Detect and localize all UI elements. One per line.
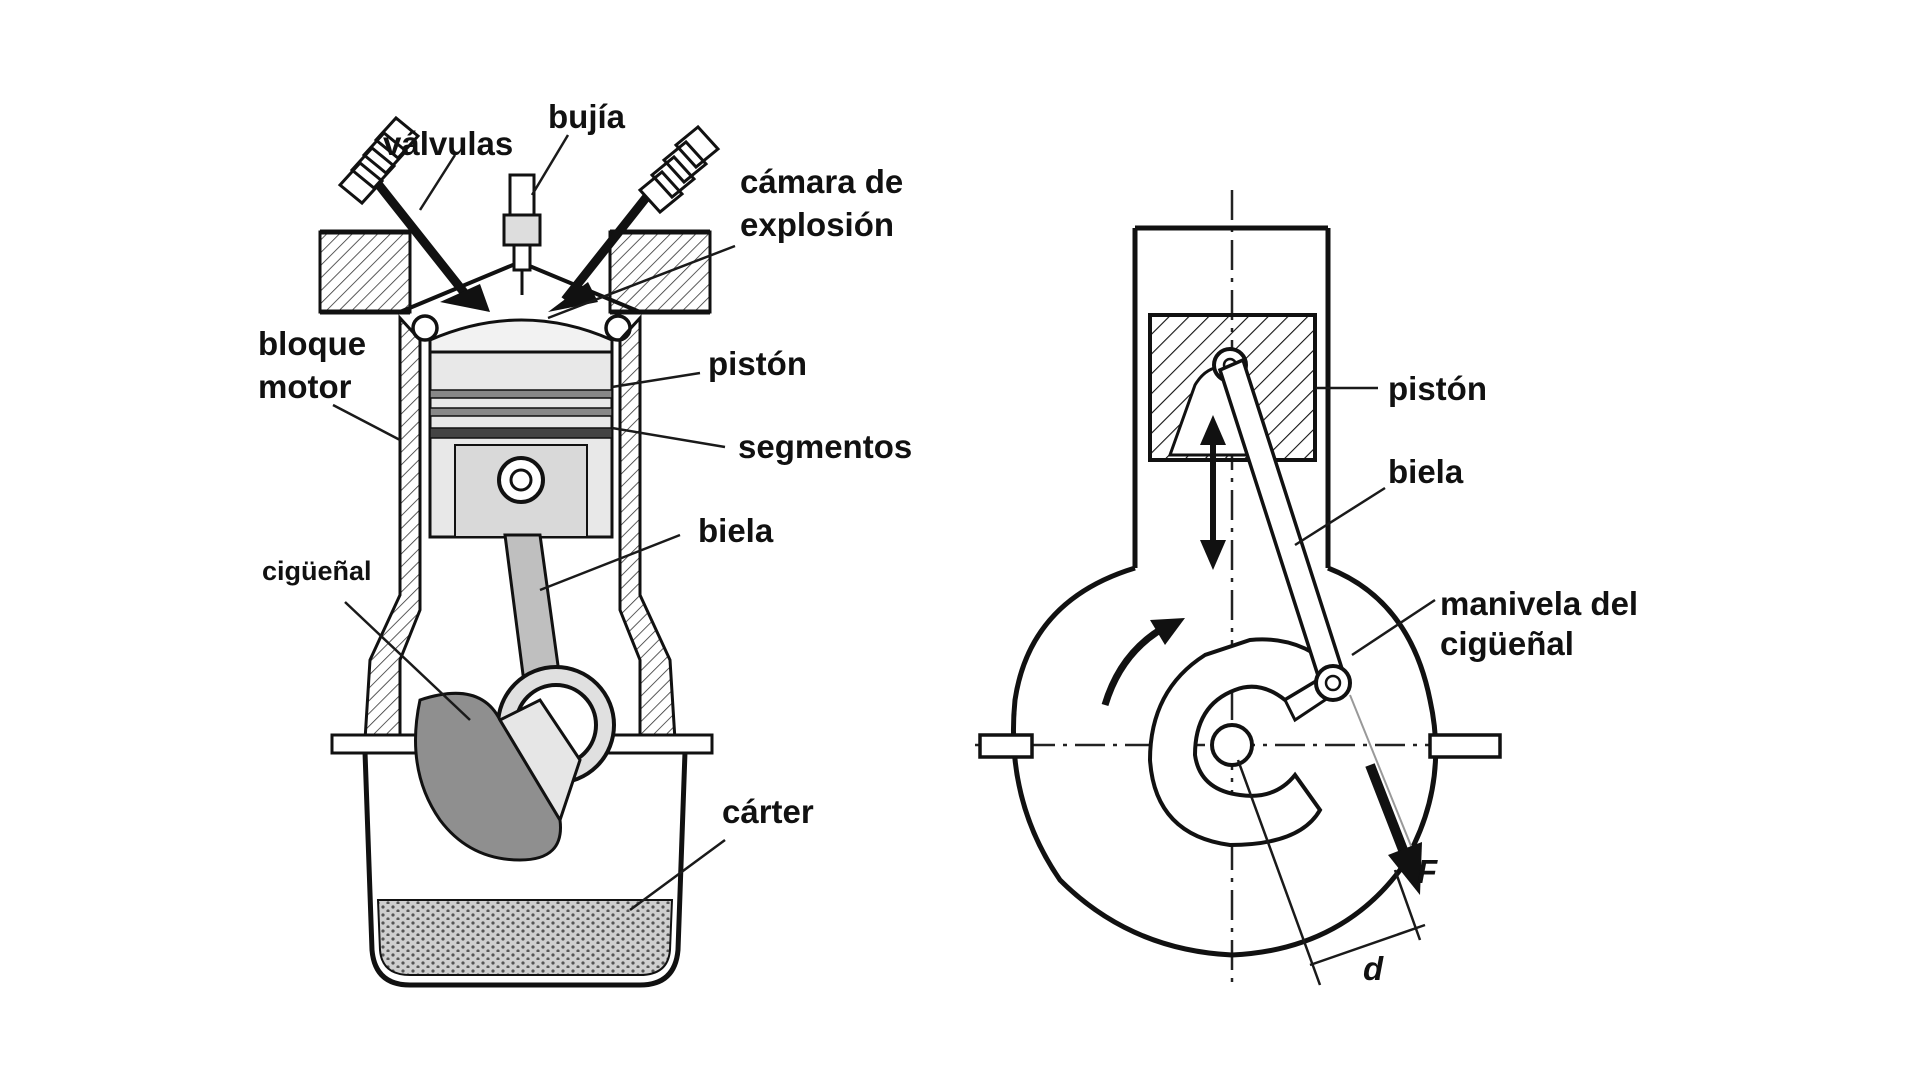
label-ciguenal-engine: cigüeñal — [262, 556, 372, 586]
label-piston-mechanism: pistón — [1388, 370, 1487, 407]
piston-rings — [429, 389, 613, 439]
reciprocating-arrow — [1200, 415, 1226, 570]
label-biela-engine: biela — [698, 512, 774, 549]
mechanism-leader-lines — [1294, 386, 1436, 657]
intake-valve — [337, 115, 490, 312]
label-manivela-line2: cigüeñal — [1440, 625, 1574, 662]
crankshaft-engine — [414, 691, 582, 862]
label-carter: cárter — [722, 793, 814, 830]
label-bloque-line1: bloque — [258, 325, 366, 362]
label-bloque-line2: motor — [258, 368, 352, 405]
label-segmentos: segmentos — [738, 428, 912, 465]
crank-mechanism-diagram: pistón biela manivela del cigüeñal F d — [975, 190, 1638, 987]
cylinder-head — [318, 229, 712, 315]
label-distance: d — [1363, 950, 1384, 987]
crankcase — [978, 565, 1502, 958]
label-biela-mechanism: biela — [1388, 453, 1464, 490]
connecting-rod-mechanism — [1217, 357, 1352, 702]
engine-section-diagram: válvulas bujía cámara de explosión bloqu… — [258, 98, 912, 988]
engine-labels: válvulas bujía cámara de explosión bloqu… — [258, 98, 912, 830]
valves — [337, 115, 721, 312]
spark-plug — [502, 173, 542, 295]
mechanism-labels: pistón biela manivela del cigüeñal F d — [1363, 370, 1638, 987]
cylinder — [1132, 225, 1331, 568]
label-piston-engine: pistón — [708, 345, 807, 382]
crank-web — [1147, 637, 1342, 848]
piston-engine — [428, 318, 614, 539]
exhaust-valve — [548, 124, 721, 312]
label-manivela-line1: manivela del — [1440, 585, 1638, 622]
label-camara-line1: cámara de — [740, 163, 903, 200]
label-valvulas: válvulas — [383, 125, 513, 162]
label-camara-line2: explosión — [740, 206, 894, 243]
oil-pan — [362, 751, 688, 988]
engine-leader-lines — [332, 134, 736, 912]
force-arrow — [1349, 694, 1422, 895]
distance-dimension — [1236, 759, 1426, 986]
rotation-arrow — [1101, 618, 1185, 707]
label-force: F — [1417, 853, 1438, 890]
label-bujia: bujía — [548, 98, 626, 135]
